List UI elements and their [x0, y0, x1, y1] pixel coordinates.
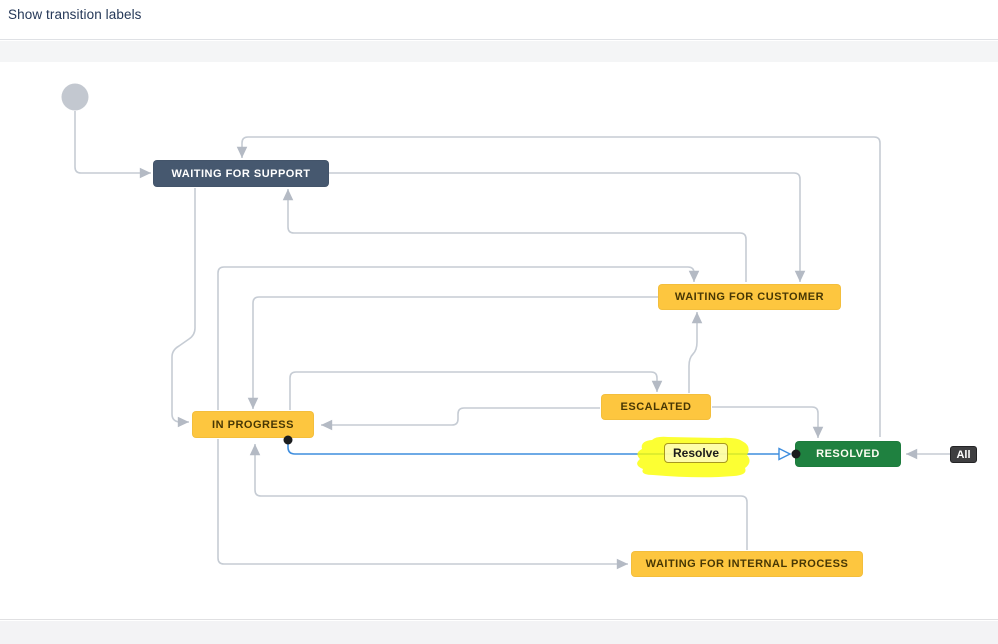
transition-resolved-to-waiting-for-support	[236, 136, 881, 437]
transition-escalated-to-resolved	[712, 406, 824, 438]
page-footer-strip	[0, 621, 998, 644]
transition-resolve-line[interactable]	[287, 440, 779, 455]
transition-in-progress-to-waiting-for-customer	[217, 266, 700, 410]
transition-escalated-to-in-progress	[321, 407, 600, 431]
transition-waiting-for-support-to-waiting-for-customer	[329, 172, 806, 282]
start-node[interactable]	[61, 83, 89, 111]
status-waiting-for-internal-process[interactable]: WAITING FOR INTERNAL PROCESS	[631, 551, 863, 577]
transition-in-progress-to-escalated	[289, 371, 663, 410]
transition-waiting-for-customer-to-waiting-for-support	[282, 189, 747, 282]
transition-waiting-for-customer-to-in-progress	[247, 296, 658, 409]
toolbar-subband	[0, 41, 998, 62]
transition-waiting-for-support-to-in-progress	[171, 188, 196, 428]
status-waiting-for-customer[interactable]: WAITING FOR CUSTOMER	[658, 284, 841, 310]
transition-label-resolve[interactable]: Resolve	[664, 443, 729, 463]
toolbar: Show transition labels	[0, 0, 998, 40]
transition-escalated-to-waiting-for-customer	[688, 312, 703, 393]
transition-start-to-waiting-for-support	[74, 111, 151, 179]
transition-waiting-for-internal-process-to-in-progress	[249, 444, 748, 550]
transition-in-progress-to-waiting-for-internal-process	[217, 439, 628, 570]
status-in-progress[interactable]: IN PROGRESS	[192, 411, 314, 438]
all-statuses-badge[interactable]: All	[950, 446, 977, 463]
status-escalated[interactable]: ESCALATED	[601, 394, 711, 420]
status-resolved[interactable]: RESOLVED	[795, 441, 901, 467]
status-waiting-for-support[interactable]: WAITING FOR SUPPORT	[153, 160, 329, 187]
workflow-canvas	[0, 62, 998, 620]
show-transition-labels-toggle[interactable]: Show transition labels	[8, 7, 142, 22]
